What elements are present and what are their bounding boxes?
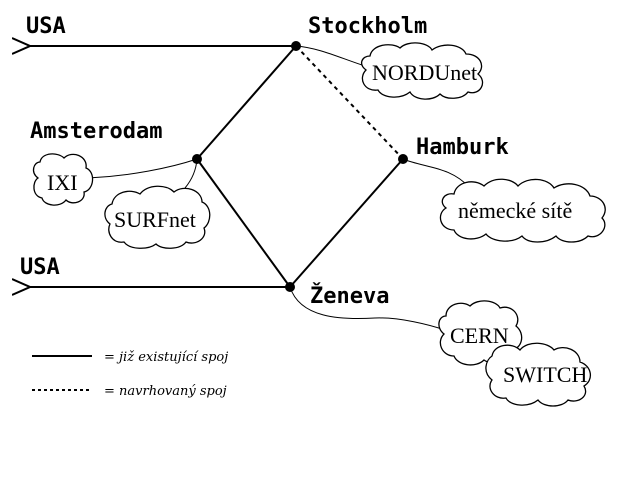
hamburk-label: Hamburk: [416, 135, 509, 160]
nordunet-cloud: NORDUnet: [360, 42, 484, 100]
svg-text:SURFnet: SURFnet: [114, 207, 196, 232]
svg-text:SWITCH: SWITCH: [503, 362, 587, 387]
svg-text:NORDUnet: NORDUnet: [372, 60, 477, 85]
node-stockholm-dot: [291, 41, 301, 51]
amsterodam-label: Amsterodam: [30, 119, 162, 144]
nemecke-site-cloud: německé sítě: [439, 178, 606, 243]
svg-text:CERN: CERN: [450, 323, 509, 348]
zeneva-label: Ženeva: [310, 283, 389, 309]
stockholm-label: Stockholm: [308, 14, 427, 39]
legend-existing-label: = již existující spoj: [104, 350, 228, 365]
link-zeneva-hamburk: [289, 158, 404, 288]
node-hamburk-dot: [398, 154, 408, 164]
usa-bottom-label: USA: [20, 255, 60, 280]
svg-text:německé sítě: německé sítě: [458, 198, 572, 223]
legend-proposed-label: = navrhovaný spoj: [104, 384, 227, 399]
nordunet-connector: [295, 45, 366, 67]
ixi-cloud: IXI: [32, 153, 94, 206]
link-amsterodam-stockholm: [196, 45, 297, 160]
ixi-connector: [87, 158, 198, 179]
nemecke-connector: [402, 158, 471, 189]
switch-cloud: SWITCH: [485, 342, 591, 407]
node-zeneva-dot: [285, 282, 295, 292]
usa-top-label: USA: [26, 14, 66, 39]
link-stockholm-hamburk-proposed: [295, 45, 404, 160]
svg-text:IXI: IXI: [47, 170, 78, 195]
surfnet-cloud: SURFnet: [104, 185, 211, 249]
cern-connector: [289, 286, 446, 331]
node-amsterodam-dot: [192, 154, 202, 164]
link-amsterodam-zeneva: [196, 158, 291, 288]
